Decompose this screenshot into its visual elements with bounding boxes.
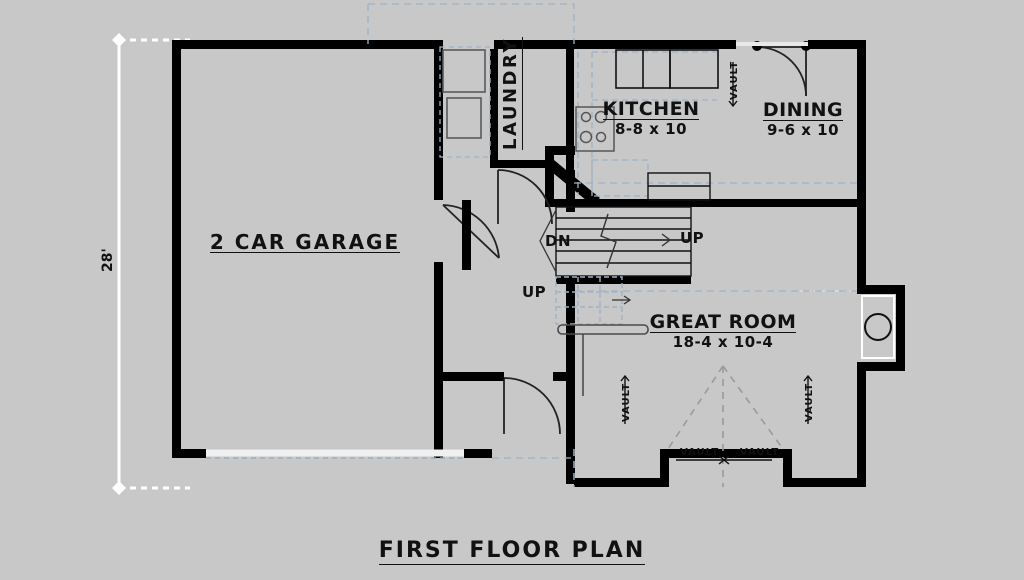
stair-up-arrow-lower	[612, 295, 632, 305]
dimension-arrow-top	[112, 33, 126, 47]
vault-label-great-left: VAULT	[621, 382, 632, 422]
room-dims-great-room: 18-4 x 10-4	[672, 333, 774, 351]
laundry-counter-dashed	[439, 46, 491, 158]
vault-label-kitchen-right: VAULT	[729, 60, 740, 100]
room-label-kitchen: KITCHEN 8-8 x 10	[556, 99, 746, 138]
laundry-appliances	[442, 49, 486, 139]
door-dining-exterior	[756, 46, 807, 97]
kitchen-sink	[615, 49, 671, 89]
door-front-entry	[503, 377, 561, 435]
stair-treads-upper-right	[647, 172, 711, 201]
vault-ridge-lines	[667, 365, 784, 487]
stair-label-up-lower: UP	[522, 283, 547, 301]
stair-rail-lower	[557, 324, 649, 396]
room-name-garage: 2 CAR GARAGE	[209, 230, 401, 254]
stair-label-dn: DN	[545, 232, 572, 250]
vault-label-bay-left: VAULT	[680, 447, 720, 458]
kitchen-range	[575, 106, 615, 152]
door-hall-to-laundry	[497, 169, 553, 225]
stair-treads-main	[555, 206, 692, 277]
room-label-dining: DINING 9-6 x 10	[718, 100, 888, 139]
room-label-garage: 2 CAR GARAGE	[155, 232, 455, 253]
room-label-great-room: GREAT ROOM 18-4 x 10-4	[608, 312, 838, 351]
interior-walls	[434, 49, 859, 484]
room-name-dining: DINING	[762, 99, 844, 121]
room-label-laundry: LAUNDRY	[500, 37, 523, 150]
room-dims-dining: 9-6 x 10	[766, 121, 840, 139]
kitchen-island-lower	[591, 159, 649, 197]
stair-direction-arrow-dn	[539, 209, 557, 273]
page-title: FIRST FLOOR PLAN	[0, 538, 1024, 565]
stair-break-line	[600, 213, 617, 269]
stair-label-up-main: UP	[680, 229, 705, 247]
exterior-walls	[172, 40, 866, 487]
bay-window-glass	[861, 295, 895, 359]
bay-window-circle-detail	[864, 313, 892, 341]
page-title-text: FIRST FLOOR PLAN	[378, 538, 646, 565]
stair-up-arrow-main	[620, 233, 672, 247]
dimension-arrow-bottom	[112, 481, 126, 495]
bay-window-right	[857, 285, 905, 371]
vault-label-bay-right: VAULT	[740, 447, 780, 458]
door-garage-to-hall-panel	[462, 200, 471, 270]
room-dims-kitchen: 8-8 x 10	[614, 120, 688, 138]
room-name-kitchen: KITCHEN	[602, 98, 700, 120]
room-name-great-room: GREAT ROOM	[649, 311, 797, 333]
door-front-entry-jamb	[492, 372, 569, 381]
kitchen-upper-counter	[669, 49, 719, 89]
dimension-label-left: 28'	[100, 248, 116, 272]
vault-label-great-right: VAULT	[804, 382, 815, 422]
vault-arrow-ticks	[620, 62, 813, 465]
